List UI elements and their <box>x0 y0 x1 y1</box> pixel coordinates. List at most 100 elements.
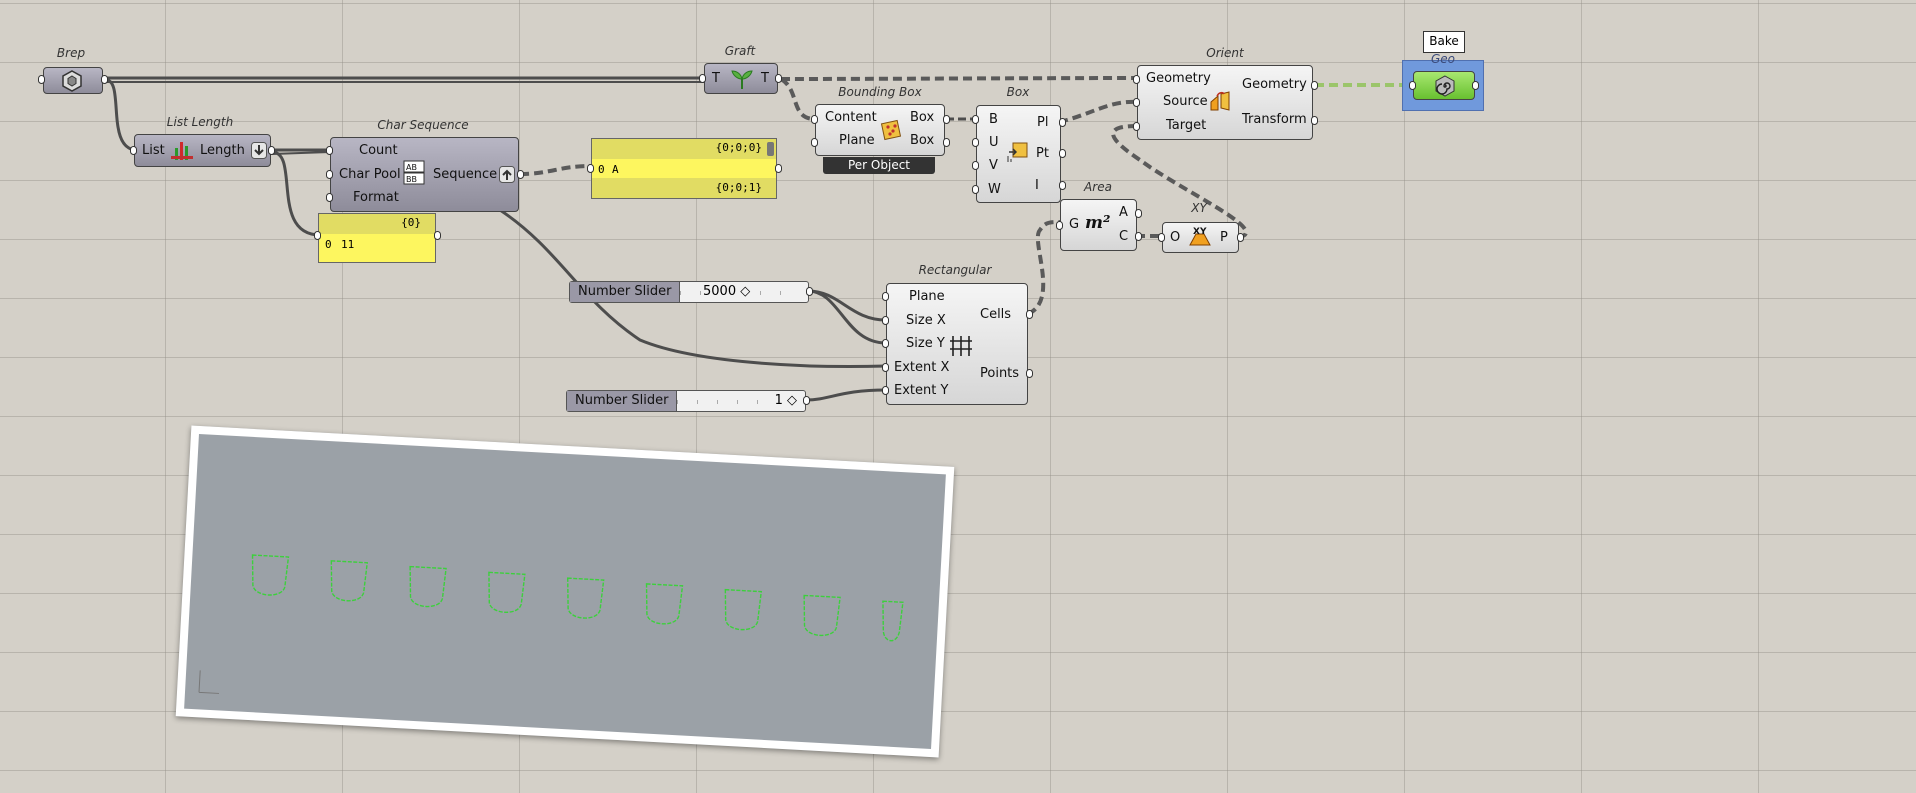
box-port-u[interactable] <box>972 138 979 147</box>
xy-output-p: P <box>1220 230 1228 245</box>
length-panel-output-port[interactable] <box>434 231 441 240</box>
rectangular-port-plane[interactable] <box>882 292 889 301</box>
geo-component[interactable] <box>1413 71 1475 100</box>
orient-component[interactable]: Geometry Source Target Geometry Transfor… <box>1137 65 1313 140</box>
geo-input-port[interactable] <box>1409 81 1416 90</box>
graft-component[interactable]: T T <box>704 63 778 94</box>
brep-input-port[interactable] <box>38 75 45 84</box>
area-output-a: A <box>1119 205 1128 220</box>
rectangular-port-sizey[interactable] <box>882 339 889 348</box>
area-port-g[interactable] <box>1056 221 1063 230</box>
rectangular-component[interactable]: Plane Size X Size Y Extent X Extent Y Ce… <box>886 283 1028 405</box>
box-port-w[interactable] <box>972 185 979 194</box>
rectangular-output-points: Points <box>980 366 1020 381</box>
rectangular-port-cells[interactable] <box>1026 310 1033 319</box>
number-slider-size-output-port[interactable] <box>806 287 813 296</box>
rectangular-output-cells: Cells <box>980 307 1012 322</box>
bounding-box-footer[interactable]: Per Object <box>823 157 935 174</box>
viewport-curve <box>409 565 447 608</box>
list-length-output-label: Length <box>200 143 245 158</box>
char-sequence-output-label: Sequence <box>433 167 498 182</box>
list-length-component[interactable]: List Length <box>134 134 271 167</box>
char-sequence-port-count[interactable] <box>326 146 333 155</box>
rectangular-caption: Rectangular <box>918 263 992 277</box>
orient-port-geometry-out[interactable] <box>1311 81 1318 90</box>
number-slider-size[interactable]: Number Slider 5000 ◇ <box>569 281 809 303</box>
bounding-box-port-box-1[interactable] <box>943 115 950 124</box>
box-caption: Box <box>1006 85 1030 99</box>
box-port-b[interactable] <box>972 115 979 124</box>
xy-component[interactable]: O XY P <box>1162 222 1239 253</box>
geo-output-port[interactable] <box>1472 81 1479 90</box>
orient-output-geometry: Geometry <box>1242 77 1307 92</box>
box-port-v[interactable] <box>972 161 979 170</box>
length-panel-row-value: 11 <box>341 238 355 251</box>
xy-port-o[interactable] <box>1158 233 1165 242</box>
sequence-panel[interactable]: {0;0;0} 0 A {0;0;1} <box>591 138 777 199</box>
rectangular-input-extentx: Extent X <box>894 360 950 375</box>
length-panel[interactable]: {0} 0 11 <box>318 213 436 263</box>
xy-port-p[interactable] <box>1237 233 1244 242</box>
viewport-curve <box>882 600 904 642</box>
svg-text:BB: BB <box>406 175 417 184</box>
number-slider-size-label: Number Slider <box>570 282 681 302</box>
orient-port-target[interactable] <box>1133 122 1140 131</box>
wire-cells-area <box>1026 220 1061 316</box>
box-component[interactable]: B U V W Pl Pt I <box>976 105 1061 203</box>
box-port-pt[interactable] <box>1059 149 1066 158</box>
list-length-input-port[interactable] <box>130 146 137 155</box>
number-slider-extent-output-port[interactable] <box>803 396 810 405</box>
area-component[interactable]: G m² A C <box>1060 199 1137 251</box>
viewport-curve <box>724 588 763 631</box>
orient-port-source[interactable] <box>1133 98 1140 107</box>
bounding-box-input-plane: Plane <box>839 133 875 148</box>
rectangular-port-points[interactable] <box>1026 369 1033 378</box>
geo-caption: Geo <box>1430 52 1456 66</box>
box-input-w: W <box>988 182 1001 197</box>
rectangular-port-extentx[interactable] <box>882 363 889 372</box>
box-input-v: V <box>989 158 998 173</box>
char-sequence-port-charpool[interactable] <box>326 170 333 179</box>
bounding-box-port-box-2[interactable] <box>943 138 950 147</box>
sequence-panel-output-port[interactable] <box>775 164 782 173</box>
rectangular-port-extenty[interactable] <box>882 386 889 395</box>
char-sequence-port-sequence[interactable] <box>517 170 524 179</box>
svg-text:XY: XY <box>1193 227 1207 237</box>
list-length-input-label: List <box>142 143 165 158</box>
orient-icon <box>1208 90 1232 118</box>
box-port-pl[interactable] <box>1059 118 1066 127</box>
rectangular-input-sizex: Size X <box>906 313 946 328</box>
length-panel-input-port[interactable] <box>314 231 321 240</box>
char-sequence-input-count: Count <box>359 143 398 158</box>
orient-input-geometry: Geometry <box>1146 71 1211 86</box>
number-slider-extent-value[interactable]: 1 ◇ <box>772 391 799 411</box>
area-port-a[interactable] <box>1135 209 1142 218</box>
list-length-output-port[interactable] <box>268 146 275 155</box>
char-sequence-port-format[interactable] <box>326 193 333 202</box>
viewport-curve <box>567 577 605 619</box>
deconstruct-box-icon <box>1005 140 1031 168</box>
orient-port-geometry-in[interactable] <box>1133 75 1140 84</box>
viewport-preview[interactable] <box>175 425 955 758</box>
sequence-panel-scrollbar[interactable] <box>767 142 774 156</box>
box-input-u: U <box>989 135 999 150</box>
orient-port-transform[interactable] <box>1311 116 1318 125</box>
bounding-box-component[interactable]: Content Plane Box Box <box>815 104 945 156</box>
bounding-box-port-content[interactable] <box>811 115 818 124</box>
graft-input-port[interactable] <box>699 74 706 83</box>
sequence-panel-input-port[interactable] <box>587 164 594 173</box>
bounding-box-output-box-2: Box <box>910 133 935 148</box>
box-port-i[interactable] <box>1059 181 1066 190</box>
rectangular-port-sizex[interactable] <box>882 316 889 325</box>
brep-component[interactable] <box>43 67 103 94</box>
area-port-c[interactable] <box>1135 232 1142 241</box>
graft-output-port[interactable] <box>775 74 782 83</box>
brep-output-port[interactable] <box>101 75 108 84</box>
grid-icon <box>949 334 973 362</box>
viewport-curve <box>488 571 526 613</box>
bounding-box-port-plane[interactable] <box>811 138 818 147</box>
number-slider-extent[interactable]: Number Slider 1 ◇ <box>566 390 806 412</box>
number-slider-size-value[interactable]: 5000 ◇ <box>701 282 753 302</box>
sequence-panel-row-index: 0 <box>598 163 605 176</box>
